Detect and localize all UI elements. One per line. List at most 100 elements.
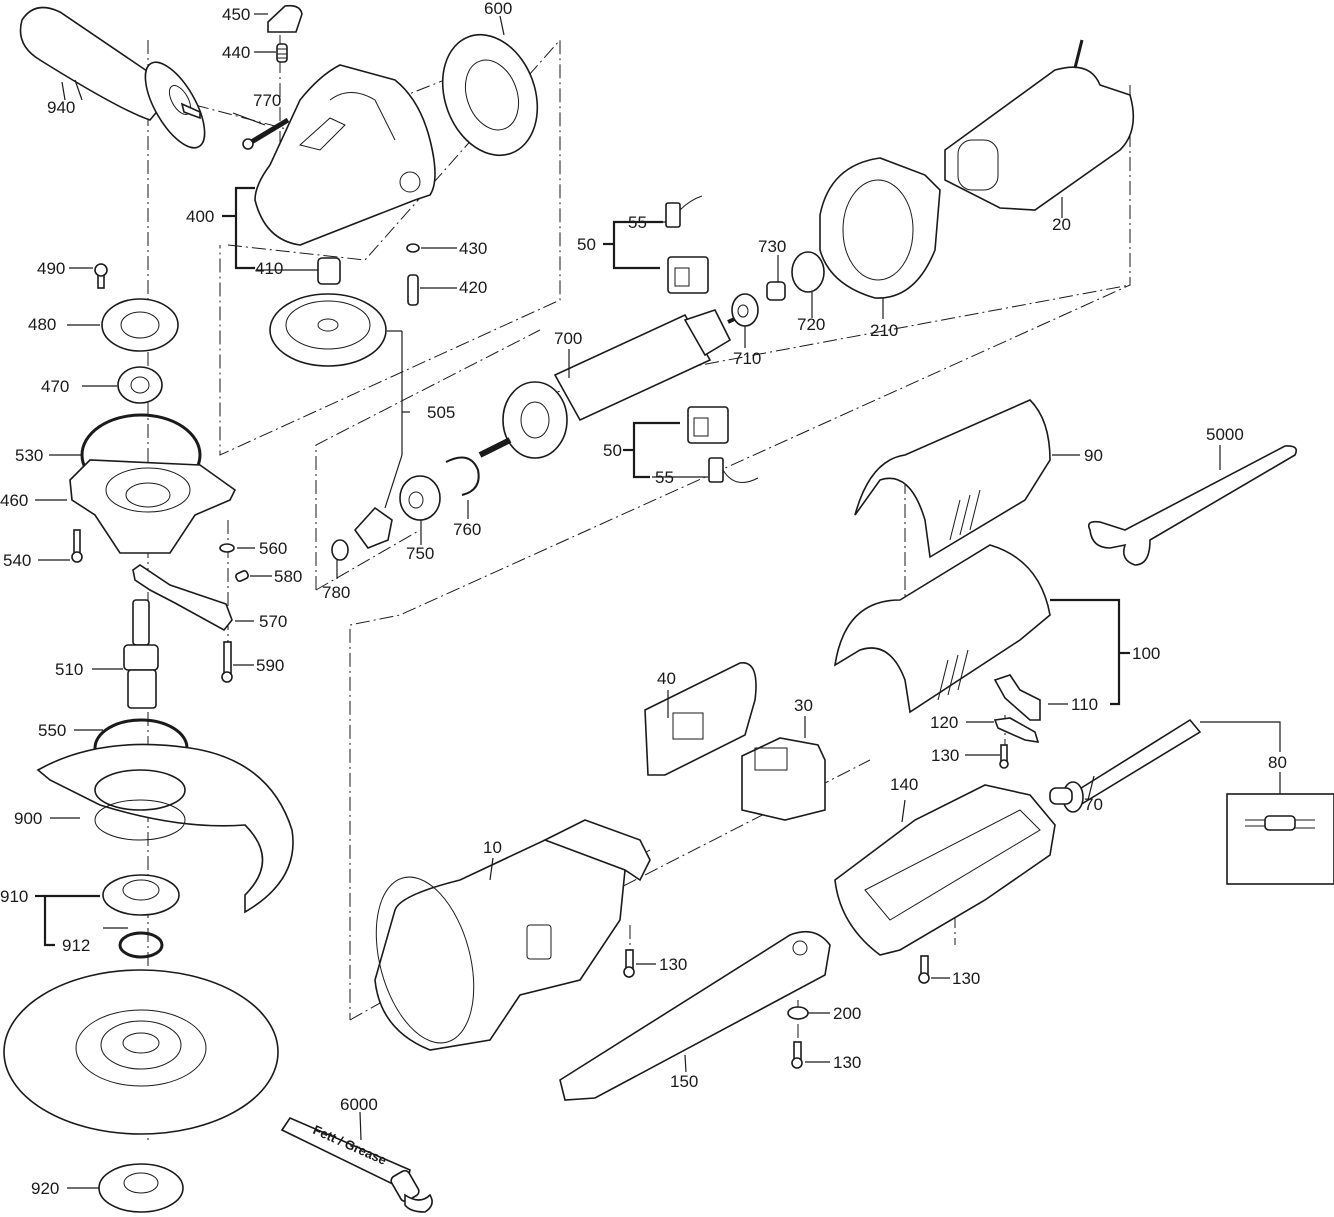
label-780: 780 [322, 583, 350, 602]
label-530: 530 [15, 446, 43, 465]
label-110: 110 [1071, 695, 1098, 714]
label-770: 770 [253, 91, 281, 110]
part-labels: 940 450 440 770 600 400 410 430 420 490 … [0, 0, 1287, 1198]
part-screw-130-handle [918, 955, 930, 984]
label-420: 420 [459, 278, 487, 297]
part-carbon-brush-upper [665, 195, 703, 228]
part-screw-490 [94, 263, 108, 289]
part-carbon-brush-lower [708, 457, 759, 483]
part-handle-half-140 [834, 784, 1056, 956]
label-55-upper: 55 [628, 213, 647, 232]
label-710: 710 [733, 349, 761, 368]
part-handle-bottom-150 [559, 930, 831, 1101]
part-screw-540 [71, 529, 83, 563]
part-grease-tube-6000: Fett / Grease [280, 1117, 433, 1213]
part-wheel-guard-900 [36, 743, 294, 914]
part-brush-holder-lower [687, 406, 729, 444]
part-spanner-5000 [1087, 445, 1298, 566]
part-fan-baffle-210 [819, 157, 941, 299]
part-switch-lever-110 [993, 674, 1041, 721]
part-bearing-seat-720 [791, 251, 825, 293]
part-washer-430 [406, 243, 420, 253]
label-70: 70 [1084, 795, 1103, 814]
label-100: 100 [1132, 644, 1160, 663]
part-motor-cover-100 [833, 544, 1051, 714]
label-580: 580 [274, 567, 302, 586]
label-130-housing: 130 [659, 955, 687, 974]
label-90: 90 [1084, 446, 1103, 465]
part-screw-130-washer [791, 1041, 803, 1069]
part-pin-420 [407, 274, 419, 306]
label-440: 440 [222, 43, 250, 62]
part-brush-holder-upper [667, 256, 709, 294]
part-screw-130-clip [999, 744, 1009, 769]
label-120: 120 [930, 713, 958, 732]
leader-lines [35, 13, 1281, 1189]
part-ball-bearing-750 [399, 475, 441, 521]
part-grinding-disc [3, 969, 279, 1135]
label-130-washer: 130 [833, 1053, 861, 1072]
label-130-handle: 130 [952, 969, 980, 988]
label-410: 410 [255, 259, 283, 278]
part-bevel-gear-505 [269, 293, 387, 367]
part-screw-590 [221, 641, 233, 683]
label-130-clip: 130 [931, 746, 959, 765]
label-920: 920 [31, 1179, 59, 1198]
label-470: 470 [41, 377, 69, 396]
label-910: 910 [0, 887, 28, 906]
part-screw-130-housing [623, 949, 635, 978]
label-210: 210 [870, 321, 898, 340]
part-sleeve-730 [766, 281, 786, 301]
label-5000: 5000 [1206, 425, 1244, 444]
part-field-coil-20 [944, 39, 1135, 211]
part-side-handle-940 [19, 6, 206, 149]
label-6000: 6000 [340, 1095, 378, 1114]
part-electronics-module-30 [741, 737, 826, 821]
label-430: 430 [459, 239, 487, 258]
label-550: 550 [38, 721, 66, 740]
label-80: 80 [1268, 753, 1287, 772]
label-10: 10 [483, 838, 502, 857]
part-screw-770 [242, 117, 290, 150]
part-motor-housing-10 [374, 819, 651, 1051]
label-560: 560 [259, 539, 287, 558]
part-ball-bearing-710 [731, 293, 759, 327]
part-lock-lever-570 [132, 564, 233, 632]
label-20: 20 [1052, 215, 1071, 234]
label-490: 490 [37, 259, 65, 278]
part-spring-580 [235, 570, 249, 582]
label-140: 140 [890, 775, 918, 794]
label-480: 480 [28, 315, 56, 334]
part-cover-600 [441, 33, 539, 157]
label-570: 570 [259, 612, 287, 631]
label-600: 600 [484, 0, 512, 18]
label-510: 510 [55, 660, 83, 679]
label-30: 30 [794, 696, 813, 715]
label-700: 700 [554, 329, 582, 348]
part-spring-440 [276, 43, 288, 63]
part-gear-housing-400 [254, 64, 436, 246]
label-400: 400 [186, 207, 214, 226]
part-power-cable-80 [1226, 793, 1334, 885]
part-bearing-flange-460 [69, 459, 237, 554]
part-cable-sleeve-70 [1049, 718, 1202, 813]
part-washer-200 [787, 1006, 809, 1020]
label-450: 450 [222, 5, 250, 24]
label-200: 200 [833, 1004, 861, 1023]
label-730: 730 [758, 237, 786, 256]
label-540: 540 [3, 551, 31, 570]
label-912: 912 [62, 936, 90, 955]
part-needle-bearing-410 [317, 257, 341, 285]
part-o-ring-912 [118, 931, 164, 959]
label-590: 590 [256, 656, 284, 675]
part-plate-480 [101, 298, 179, 352]
part-flange-910 [102, 874, 180, 916]
label-760: 760 [453, 520, 481, 539]
label-505: 505 [427, 403, 455, 422]
label-900: 900 [14, 809, 42, 828]
part-nut-780 [331, 539, 349, 561]
part-washer-560 [219, 543, 235, 553]
label-50-lower: 50 [603, 441, 622, 460]
label-55-lower: 55 [655, 468, 674, 487]
